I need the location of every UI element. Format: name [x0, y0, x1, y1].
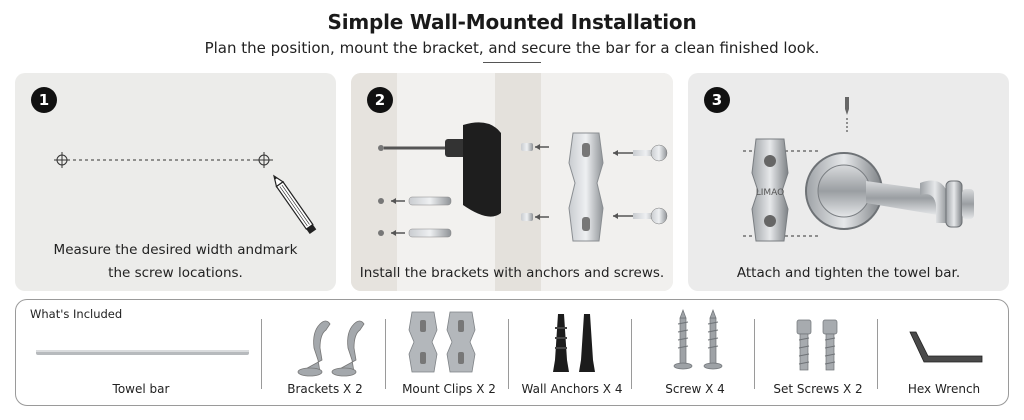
whats-included-box: What's Included Towel bar Brackets X 2: [15, 299, 1009, 406]
step-3-panel: LIMAO 3 Attach and tighten the towel bar…: [688, 73, 1009, 291]
step-1-panel: 1 Measure the desired width andmark the …: [15, 73, 336, 291]
clip-brand-text: LIMAO: [756, 188, 785, 198]
bracket-icon: [805, 152, 974, 230]
step-2-panel: 2 Install the brackets with anchors and …: [351, 73, 673, 291]
step-number-badge: 1: [31, 87, 57, 113]
whats-included-title: What's Included: [30, 307, 123, 321]
page-subtitle: Plan the position, mount the bracket, an…: [204, 39, 820, 57]
mount-clip-icon: [408, 311, 476, 373]
item-towel-bar: Towel bar: [26, 300, 256, 405]
mount-clip-icon: LIMAO: [751, 138, 789, 242]
step-1-caption-line-1: Measure the desired width andmark: [53, 242, 298, 258]
attach-illustration: LIMAO: [743, 97, 974, 242]
item-set-screws: Set Screws X 2: [757, 300, 879, 405]
item-hex-wrench: Hex Wrench: [880, 300, 1008, 405]
item-screws: Screw X 4: [634, 300, 756, 405]
item-divider: [385, 319, 386, 389]
item-label: Set Screws X 2: [773, 382, 863, 396]
item-divider: [877, 319, 878, 389]
item-label: Brackets X 2: [287, 382, 363, 396]
title-divider: [483, 62, 541, 63]
hex-wrench-icon: [909, 331, 983, 363]
set-screw-icon: [796, 319, 838, 371]
wall-anchor-icon: [553, 314, 595, 372]
set-screw-icon: [845, 97, 849, 133]
item-label: Screw X 4: [665, 382, 725, 396]
step-number-badge: 2: [367, 87, 393, 113]
crosshair-left-icon: [54, 152, 70, 168]
item-label: Wall Anchors X 4: [521, 382, 623, 396]
screw-icon: [673, 309, 723, 370]
item-divider: [261, 319, 262, 389]
step-1-caption-line-2: the screw locations.: [108, 265, 243, 281]
bracket-icon: [297, 320, 365, 377]
measure-illustration: [54, 152, 317, 234]
step-2-caption: Install the brackets with anchors and sc…: [359, 265, 665, 281]
item-divider: [508, 319, 509, 389]
pencil-icon: [273, 174, 317, 234]
item-mount-clips: Mount Clips X 2: [388, 300, 510, 405]
step-number-badge: 3: [704, 87, 730, 113]
item-divider: [631, 319, 632, 389]
item-divider: [754, 319, 755, 389]
item-label: Hex Wrench: [907, 382, 981, 396]
crosshair-right-icon: [256, 152, 272, 168]
wall-anchor-icon: [378, 196, 452, 238]
item-wall-anchors: Wall Anchors X 4: [511, 300, 633, 405]
page-title: Simple Wall-Mounted Installation: [327, 10, 697, 34]
towel-bar-icon: [36, 350, 249, 355]
mount-clip-icon: [521, 132, 604, 242]
drill-icon: [378, 122, 501, 217]
item-label: Towel bar: [112, 382, 170, 396]
step-3-caption: Attach and tighten the towel bar.: [736, 265, 961, 281]
item-brackets: Brackets X 2: [264, 300, 386, 405]
item-label: Mount Clips X 2: [402, 382, 496, 396]
screw-icon: [613, 144, 668, 225]
install-illustration: [351, 73, 673, 291]
